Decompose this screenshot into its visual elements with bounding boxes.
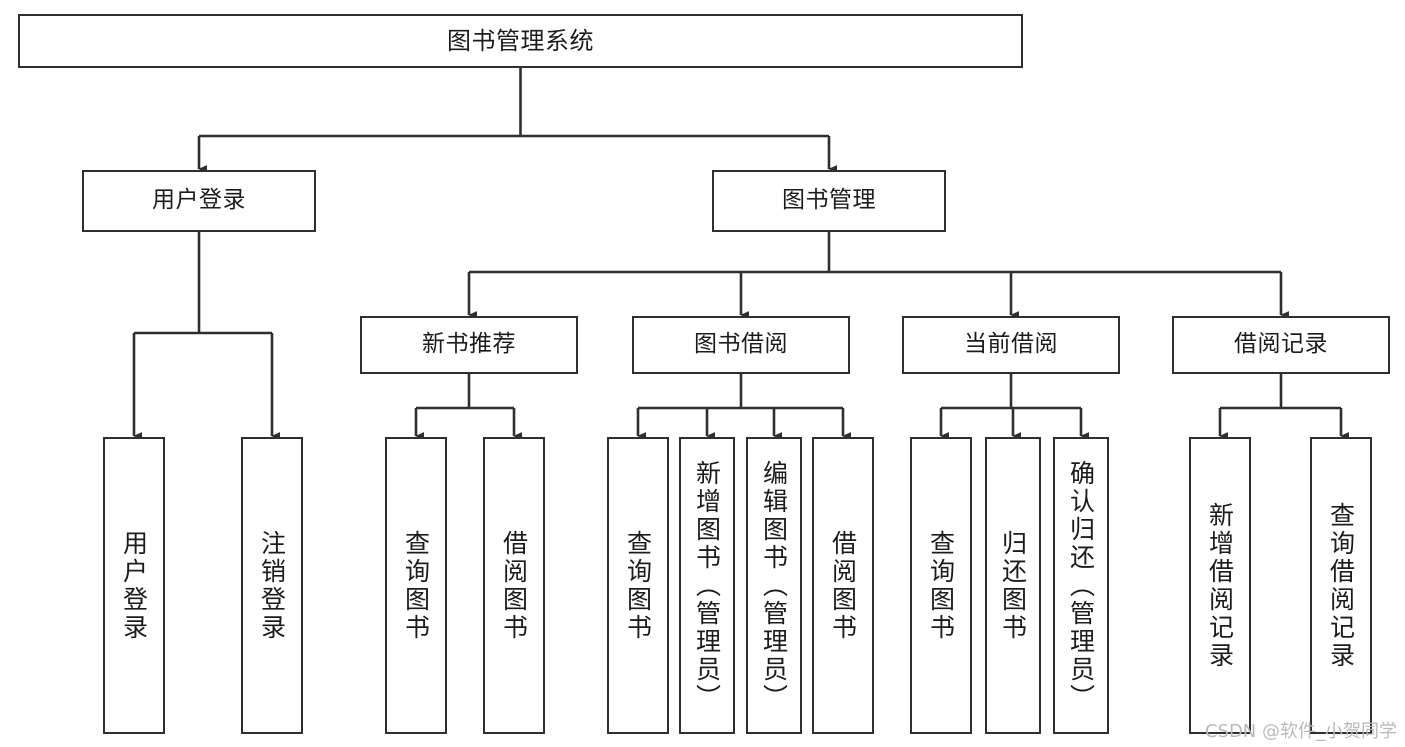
node-label: 借阅图书 bbox=[499, 529, 529, 642]
node-leaf-new-borrow[interactable]: 借阅图书 bbox=[483, 437, 545, 734]
node-l2-current[interactable]: 当前借阅 bbox=[902, 316, 1120, 374]
node-leaf-c-confirm[interactable]: 确认归还（管理员） bbox=[1053, 437, 1109, 734]
node-l2-record[interactable]: 借阅记录 bbox=[1172, 316, 1390, 374]
node-leaf-b-add[interactable]: 新增图书（管理员） bbox=[679, 437, 735, 734]
node-label: 图书借阅 bbox=[694, 331, 788, 358]
node-l1-user[interactable]: 用户登录 bbox=[82, 170, 316, 232]
node-leaf-b-edit[interactable]: 编辑图书（管理员） bbox=[746, 437, 802, 734]
node-label: 借阅记录 bbox=[1234, 331, 1328, 358]
node-leaf-user-logout[interactable]: 注销登录 bbox=[241, 437, 303, 734]
node-leaf-r-add[interactable]: 新增借阅记录 bbox=[1189, 437, 1251, 734]
node-leaf-new-query[interactable]: 查询图书 bbox=[385, 437, 447, 734]
node-label: 用户登录 bbox=[119, 529, 149, 642]
node-leaf-c-query[interactable]: 查询图书 bbox=[910, 437, 972, 734]
node-root[interactable]: 图书管理系统 bbox=[18, 14, 1023, 68]
node-leaf-user-login[interactable]: 用户登录 bbox=[103, 437, 165, 734]
node-l2-new[interactable]: 新书推荐 bbox=[360, 316, 578, 374]
node-label: 图书管理 bbox=[782, 187, 876, 214]
node-label: 借阅图书 bbox=[828, 529, 858, 642]
node-label: 编辑图书（管理员） bbox=[759, 459, 789, 712]
node-label: 新增借阅记录 bbox=[1205, 501, 1235, 670]
node-leaf-c-return[interactable]: 归还图书 bbox=[985, 437, 1041, 734]
node-l1-book[interactable]: 图书管理 bbox=[712, 170, 946, 232]
node-label: 当前借阅 bbox=[964, 331, 1058, 358]
node-label: 新增图书（管理员） bbox=[692, 459, 722, 712]
node-label: 用户登录 bbox=[152, 187, 246, 214]
node-label: 确认归还（管理员） bbox=[1066, 459, 1096, 712]
node-label: 新书推荐 bbox=[422, 331, 516, 358]
node-label: 查询图书 bbox=[926, 529, 956, 642]
node-leaf-b-query[interactable]: 查询图书 bbox=[607, 437, 669, 734]
node-label: 查询借阅记录 bbox=[1326, 501, 1356, 670]
node-label: 图书管理系统 bbox=[447, 26, 594, 55]
node-label: 注销登录 bbox=[257, 529, 287, 642]
node-leaf-b-borrow[interactable]: 借阅图书 bbox=[812, 437, 874, 734]
node-label: 查询图书 bbox=[623, 529, 653, 642]
node-leaf-r-query[interactable]: 查询借阅记录 bbox=[1310, 437, 1372, 734]
node-label: 查询图书 bbox=[401, 529, 431, 642]
node-l2-borrow[interactable]: 图书借阅 bbox=[632, 316, 850, 374]
node-label: 归还图书 bbox=[998, 529, 1028, 642]
